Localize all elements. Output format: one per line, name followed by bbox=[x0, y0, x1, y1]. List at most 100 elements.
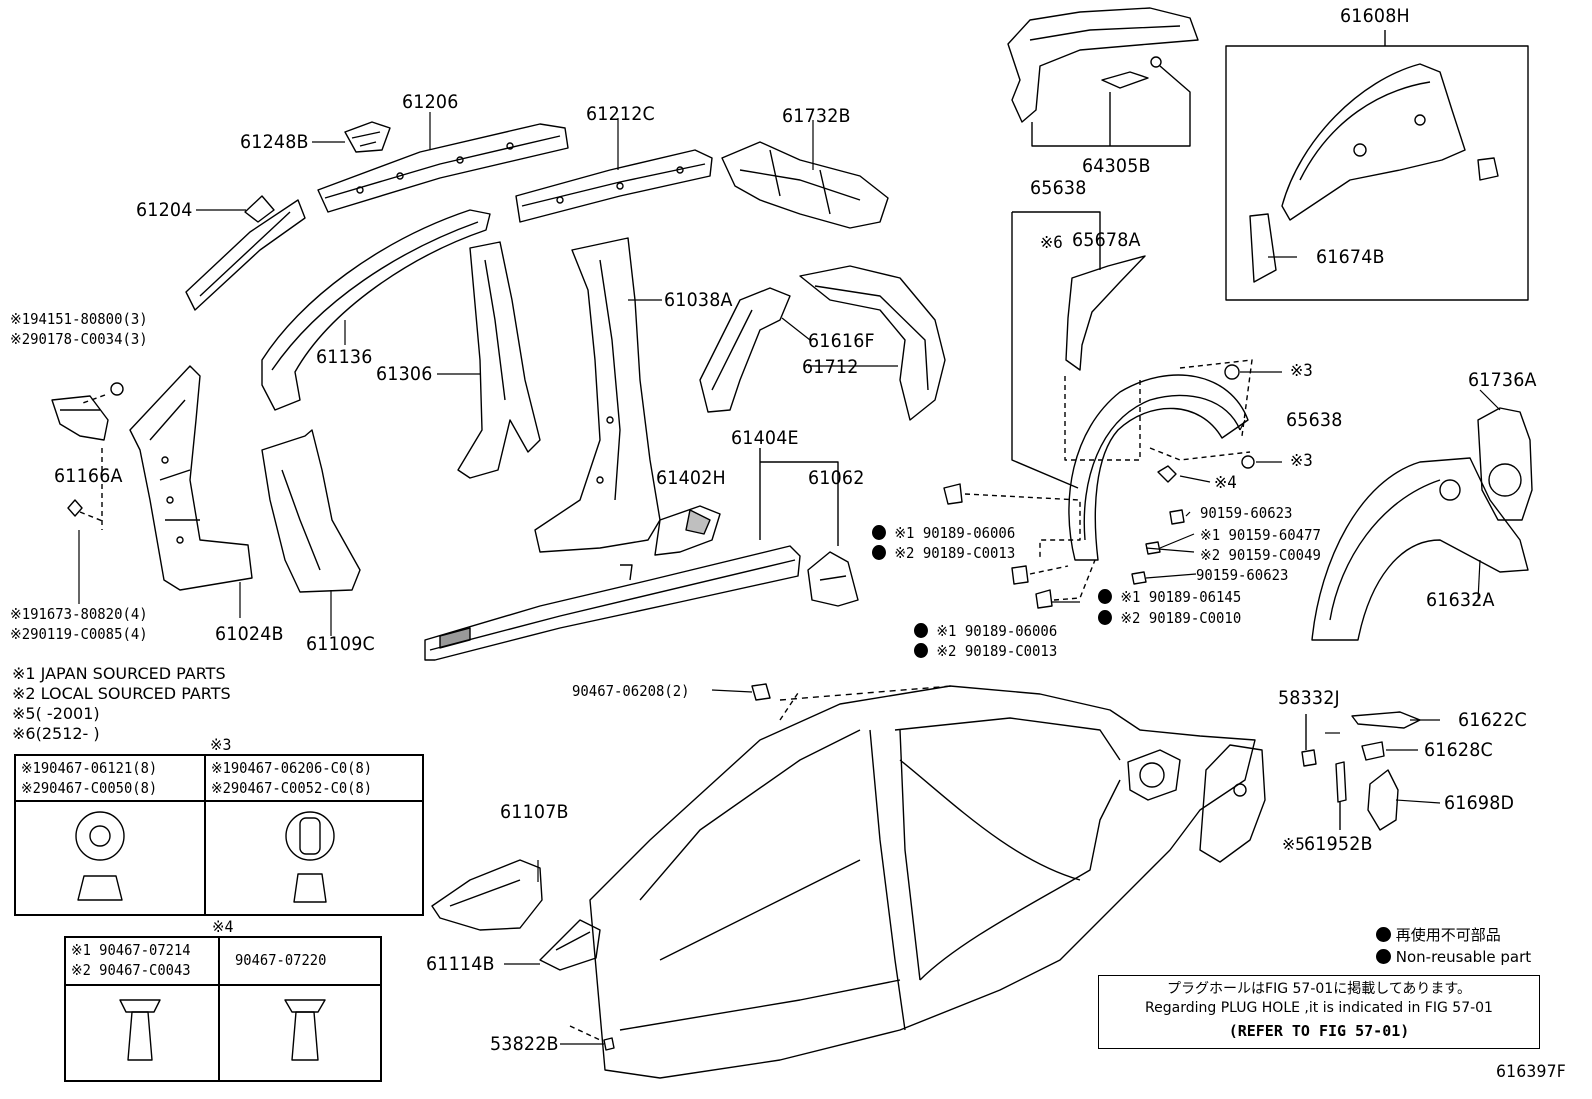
table3-text: ※190467-06206-C0(8) bbox=[211, 759, 373, 777]
part-61952b-shape bbox=[1335, 761, 1347, 830]
part-90467-06208-shape bbox=[751, 683, 771, 701]
non-reusable-dot bbox=[914, 643, 928, 658]
table4-cell bbox=[65, 937, 219, 985]
callout-text: ※2 90189-C0013 bbox=[894, 544, 1016, 562]
part-label: 65638 bbox=[1030, 177, 1087, 199]
note-japan-sourced: ※1 JAPAN SOURCED PARTS bbox=[12, 664, 226, 683]
callout-text: ※1 90189-06006 bbox=[936, 622, 1058, 640]
part-label: 61248B bbox=[240, 131, 309, 153]
part-64305b-shape bbox=[1007, 7, 1199, 147]
part-61212c-shape bbox=[515, 149, 713, 223]
table3: ※190467-06121(8) ※290467-C0050(8) ※19046… bbox=[14, 754, 424, 916]
legend-dot bbox=[1376, 927, 1391, 942]
callout-text: ※2 90189-C0013 bbox=[936, 642, 1058, 660]
fuel-door-shape bbox=[1127, 749, 1181, 801]
legend-jp-text: 再使用不可部品 bbox=[1395, 926, 1501, 944]
part-label: 61038A bbox=[664, 289, 733, 311]
callout-label: ※191673-80820(4) bbox=[10, 605, 148, 623]
part-label: 64305B bbox=[1082, 155, 1151, 177]
part-61204-shape bbox=[185, 195, 306, 311]
reference-box: プラグホールはFIG 57-01に掲載してあります。 Regarding PLU… bbox=[1098, 975, 1540, 1049]
table3-text: ※290467-C0052-C0(8) bbox=[211, 779, 373, 797]
table3-clip-drawings bbox=[75, 811, 335, 903]
part-61062-shape bbox=[807, 551, 859, 607]
part-61206-shape bbox=[317, 123, 569, 213]
non-reusable-dot bbox=[872, 545, 886, 560]
part-61712-shape bbox=[799, 265, 946, 421]
part-label: 61608H bbox=[1340, 5, 1410, 27]
part-label: 65678A bbox=[1072, 229, 1141, 251]
part-61107b-shape bbox=[431, 859, 543, 931]
part-61166a-shape bbox=[51, 382, 124, 530]
non-reusable-dot bbox=[1098, 610, 1112, 625]
part-label: 61206 bbox=[402, 91, 459, 113]
table3-cell bbox=[15, 801, 205, 915]
part-label: 61674B bbox=[1316, 246, 1385, 268]
table4-text: ※2 90467-C0043 bbox=[71, 961, 191, 979]
leader-lines bbox=[78, 112, 1501, 1045]
part-label: 65638 bbox=[1286, 409, 1343, 431]
part-label: 61736A bbox=[1468, 369, 1537, 391]
part-61628c-shape bbox=[1361, 741, 1385, 761]
table4-clip-drawings bbox=[119, 999, 326, 1061]
part-61608h-shape bbox=[1249, 30, 1499, 283]
note-local-sourced: ※2 LOCAL SOURCED PARTS bbox=[12, 684, 231, 703]
side-body-shape bbox=[589, 685, 1256, 1079]
part-label: 61204 bbox=[136, 199, 193, 221]
callout-label: ※1 90189-06145 bbox=[1098, 588, 1241, 606]
part-61404e-shape bbox=[424, 545, 801, 661]
table4-cell bbox=[219, 937, 381, 985]
callout-label: 90159-60623 bbox=[1200, 504, 1293, 522]
part-61622c-shape bbox=[1351, 711, 1421, 729]
callout-label: 90159-60623 bbox=[1196, 566, 1289, 584]
part-61024b-shape bbox=[129, 365, 253, 591]
part-label: 61166A bbox=[54, 465, 123, 487]
leader-53822b-dashed bbox=[569, 1025, 601, 1041]
table3-title: ※3 bbox=[210, 735, 232, 754]
callout-label: ※5 bbox=[1282, 835, 1305, 855]
callout-label: ※1 90189-06006 bbox=[914, 622, 1057, 640]
refbox-en: Regarding PLUG HOLE ,it is indicated in … bbox=[1145, 1000, 1493, 1016]
callout-label: ※1 90189-06006 bbox=[872, 524, 1015, 542]
table4: ※1 90467-07214 ※2 90467-C0043 90467-0722… bbox=[64, 936, 382, 1082]
callout-label: ※290178-C0034(3) bbox=[10, 330, 148, 348]
part-65678a-shape bbox=[1011, 211, 1146, 489]
part-label: 61109C bbox=[306, 633, 375, 655]
table3-text: ※290467-C0050(8) bbox=[21, 779, 158, 797]
table4-text: ※1 90467-07214 bbox=[71, 941, 191, 959]
table3-cell bbox=[205, 801, 423, 915]
part-61114b-shape bbox=[539, 919, 601, 971]
part-label: 53822B bbox=[490, 1033, 559, 1055]
table3-text: ※190467-06121(8) bbox=[21, 759, 158, 777]
leader-61404e-bracket bbox=[759, 448, 839, 546]
note-5: ※5( -2001) bbox=[12, 704, 100, 723]
non-reusable-dot bbox=[872, 525, 886, 540]
part-label: 61107B bbox=[500, 801, 569, 823]
legend-dot bbox=[1376, 949, 1391, 964]
refbox-jp: プラグホールはFIG 57-01に掲載してあります。 bbox=[1167, 981, 1471, 997]
part-label: 61024B bbox=[215, 623, 284, 645]
table4-cell bbox=[65, 985, 219, 1081]
callout-label: ※2 90189-C0010 bbox=[1098, 609, 1241, 627]
callout-label: ※2 90189-C0013 bbox=[872, 544, 1015, 562]
callout-text: ※1 90189-06145 bbox=[1120, 588, 1242, 606]
part-label: 61632A bbox=[1426, 589, 1495, 611]
table3-cell bbox=[15, 755, 205, 801]
callout-label: ※2 90159-C0049 bbox=[1200, 546, 1321, 564]
non-reusable-dot bbox=[914, 623, 928, 638]
table3-cell bbox=[205, 755, 423, 801]
part-label: 61952B bbox=[1304, 833, 1373, 855]
part-label: 61622C bbox=[1458, 709, 1527, 731]
part-label: 61114B bbox=[426, 953, 495, 975]
part-label: 61136 bbox=[316, 346, 373, 368]
part-label: 61212C bbox=[586, 103, 655, 125]
callout-label: ※4 bbox=[1214, 473, 1237, 493]
part-label: 61628C bbox=[1424, 739, 1493, 761]
part-65638-shape bbox=[1064, 359, 1255, 561]
part-61109c-shape bbox=[261, 429, 361, 593]
part-61136-shape bbox=[261, 209, 491, 411]
note-6: ※6(2512- ) bbox=[12, 724, 100, 743]
part-label: 58332J bbox=[1278, 687, 1340, 709]
